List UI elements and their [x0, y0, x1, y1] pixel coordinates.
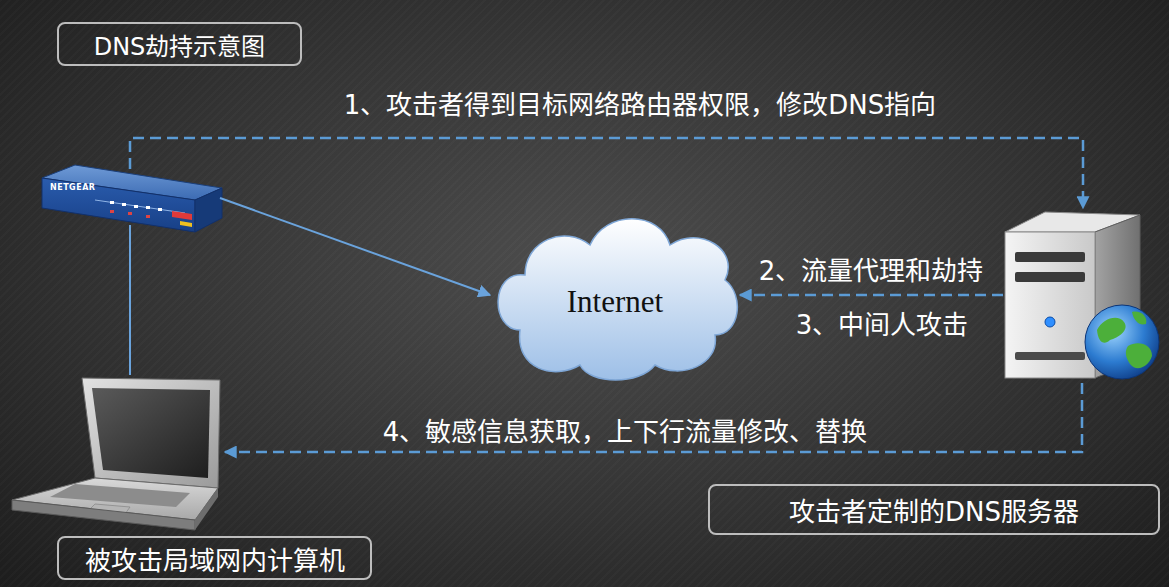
router-logo: NETGEAR: [50, 183, 96, 192]
router-icon: [42, 165, 222, 232]
caption-text: 被攻击局域网内计算机: [85, 540, 345, 577]
dns-server-node: 攻击者定制的DNS服务器: [1003, 208, 1163, 383]
server-icon: [1005, 212, 1159, 379]
router-badge: [180, 221, 192, 227]
step-label: 2、流量代理和劫持: [759, 250, 984, 287]
victim-laptop-node: 被攻击局域网内计算机: [10, 375, 225, 533]
router-light: [110, 201, 114, 204]
step-label: 4、敏感信息获取，上下行流量修改、替换: [383, 411, 868, 448]
router-side: [195, 188, 222, 232]
continent: [1132, 312, 1146, 325]
drive-slot: [1015, 272, 1085, 282]
router-trim: [95, 200, 185, 213]
caption-text: 攻击者定制的DNS服务器: [789, 491, 1079, 528]
connector: [130, 138, 1083, 208]
continent: [1126, 343, 1152, 368]
caption-text: DNS劫持示意图: [94, 27, 266, 62]
connector: [129, 225, 131, 375]
laptop-edge: [12, 500, 195, 530]
server-front: [1005, 232, 1095, 378]
caption-box: 被攻击局域网内计算机: [57, 536, 372, 580]
drive-slot: [1015, 352, 1085, 360]
laptop-edge: [195, 488, 218, 530]
globe: [1085, 305, 1159, 379]
connector: [220, 198, 490, 295]
cloud-outline: [498, 219, 737, 380]
continent: [1097, 318, 1126, 343]
router-node: NETGEAR: [40, 163, 224, 235]
drive-slot: [1015, 252, 1085, 262]
power-light: [1045, 317, 1055, 327]
laptop-screen: [92, 388, 210, 478]
router-light: [158, 208, 162, 211]
router-badge: [172, 211, 192, 220]
router-light: [122, 203, 126, 206]
laptop-keyboard: [50, 484, 190, 507]
router-light: [146, 215, 150, 218]
router-light: [110, 210, 114, 213]
router-light: [146, 206, 150, 209]
router-light: [134, 205, 138, 208]
step-label: 3、中间人攻击: [796, 304, 969, 341]
step-label: 1、攻击者得到目标网络路由器权限，修改DNS指向: [344, 84, 937, 121]
connector: [740, 294, 1003, 297]
laptop-icon: [12, 378, 220, 530]
cloud-label: Internet: [567, 284, 663, 320]
caption-box: 攻击者定制的DNS服务器: [708, 484, 1160, 535]
title-box: DNS劫持示意图: [57, 22, 302, 66]
internet-cloud: Internet: [490, 200, 740, 385]
router-light: [128, 212, 132, 215]
connector: [225, 383, 1082, 452]
router-front: [42, 178, 195, 232]
laptop-lid: [82, 378, 220, 488]
